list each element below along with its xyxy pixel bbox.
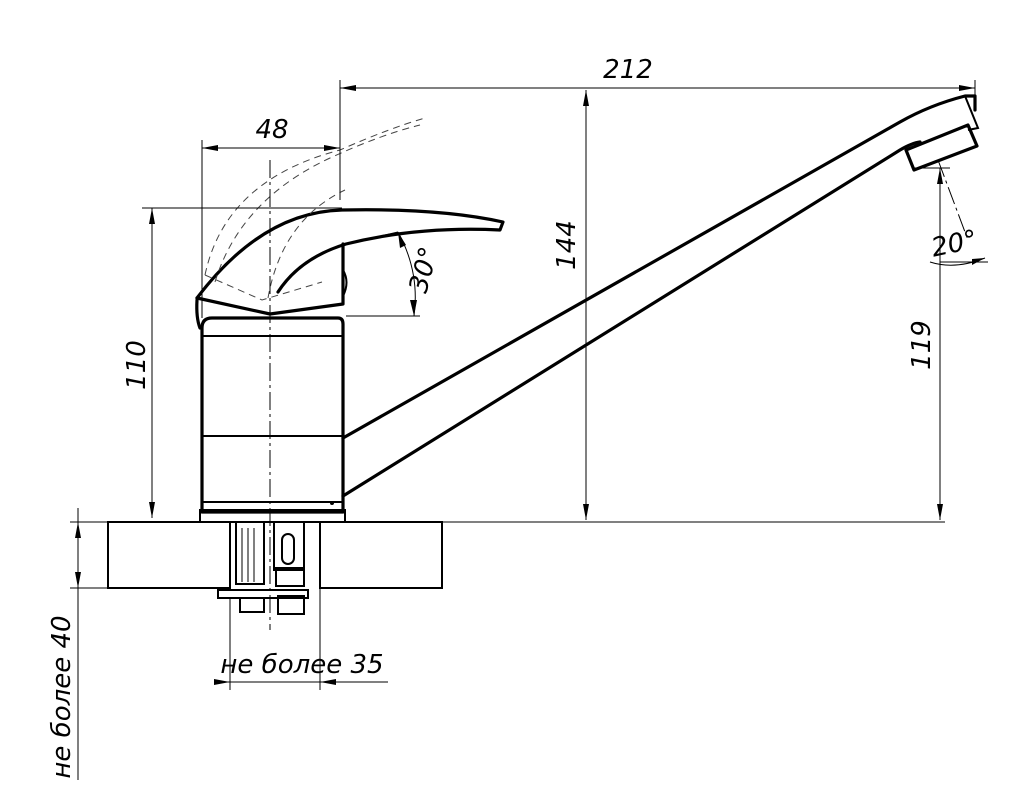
label-110: 110 bbox=[122, 340, 152, 390]
supply-hose-fitting bbox=[273, 521, 305, 571]
dimension-spout-height: 119 bbox=[907, 167, 950, 520]
label-212: 212 bbox=[603, 55, 653, 85]
label-144: 144 bbox=[552, 220, 582, 270]
label-119: 119 bbox=[907, 320, 937, 370]
angle-aerator: 20° bbox=[929, 225, 988, 266]
faucet-body bbox=[195, 298, 346, 523]
dimension-max-hole-width: не более 35 bbox=[214, 588, 388, 690]
spout bbox=[341, 94, 980, 498]
dimension-total-height: 144 bbox=[552, 90, 589, 520]
hose-nut bbox=[277, 595, 305, 615]
mounting-nut bbox=[239, 597, 265, 613]
lever-raised-position bbox=[204, 117, 426, 301]
label-max-countertop: не более 40 bbox=[47, 615, 77, 778]
aerator bbox=[904, 123, 979, 172]
label-48: 48 bbox=[255, 115, 288, 145]
mounting-stud-left bbox=[235, 521, 265, 585]
countertop-left-slab bbox=[107, 521, 231, 589]
dimension-max-countertop: не более 40 bbox=[47, 508, 108, 780]
gasket bbox=[275, 567, 305, 587]
dimension-body-height: 110 bbox=[122, 207, 342, 518]
dimension-handle-offset: 48 bbox=[201, 115, 340, 318]
label-30-deg: 30° bbox=[404, 244, 445, 296]
dimension-overall-length: 212 bbox=[339, 55, 976, 200]
countertop bbox=[70, 521, 945, 589]
lever-handle bbox=[195, 208, 505, 316]
countertop-right-slab bbox=[319, 521, 443, 589]
label-max-hole-width: не более 35 bbox=[220, 650, 383, 680]
base-flange bbox=[199, 509, 346, 523]
label-20-deg: 20° bbox=[929, 225, 980, 264]
centerlines bbox=[269, 159, 969, 630]
angle-handle: 30° bbox=[345, 231, 445, 317]
mounting-hardware bbox=[217, 521, 309, 615]
cartridge-cap bbox=[195, 298, 202, 330]
